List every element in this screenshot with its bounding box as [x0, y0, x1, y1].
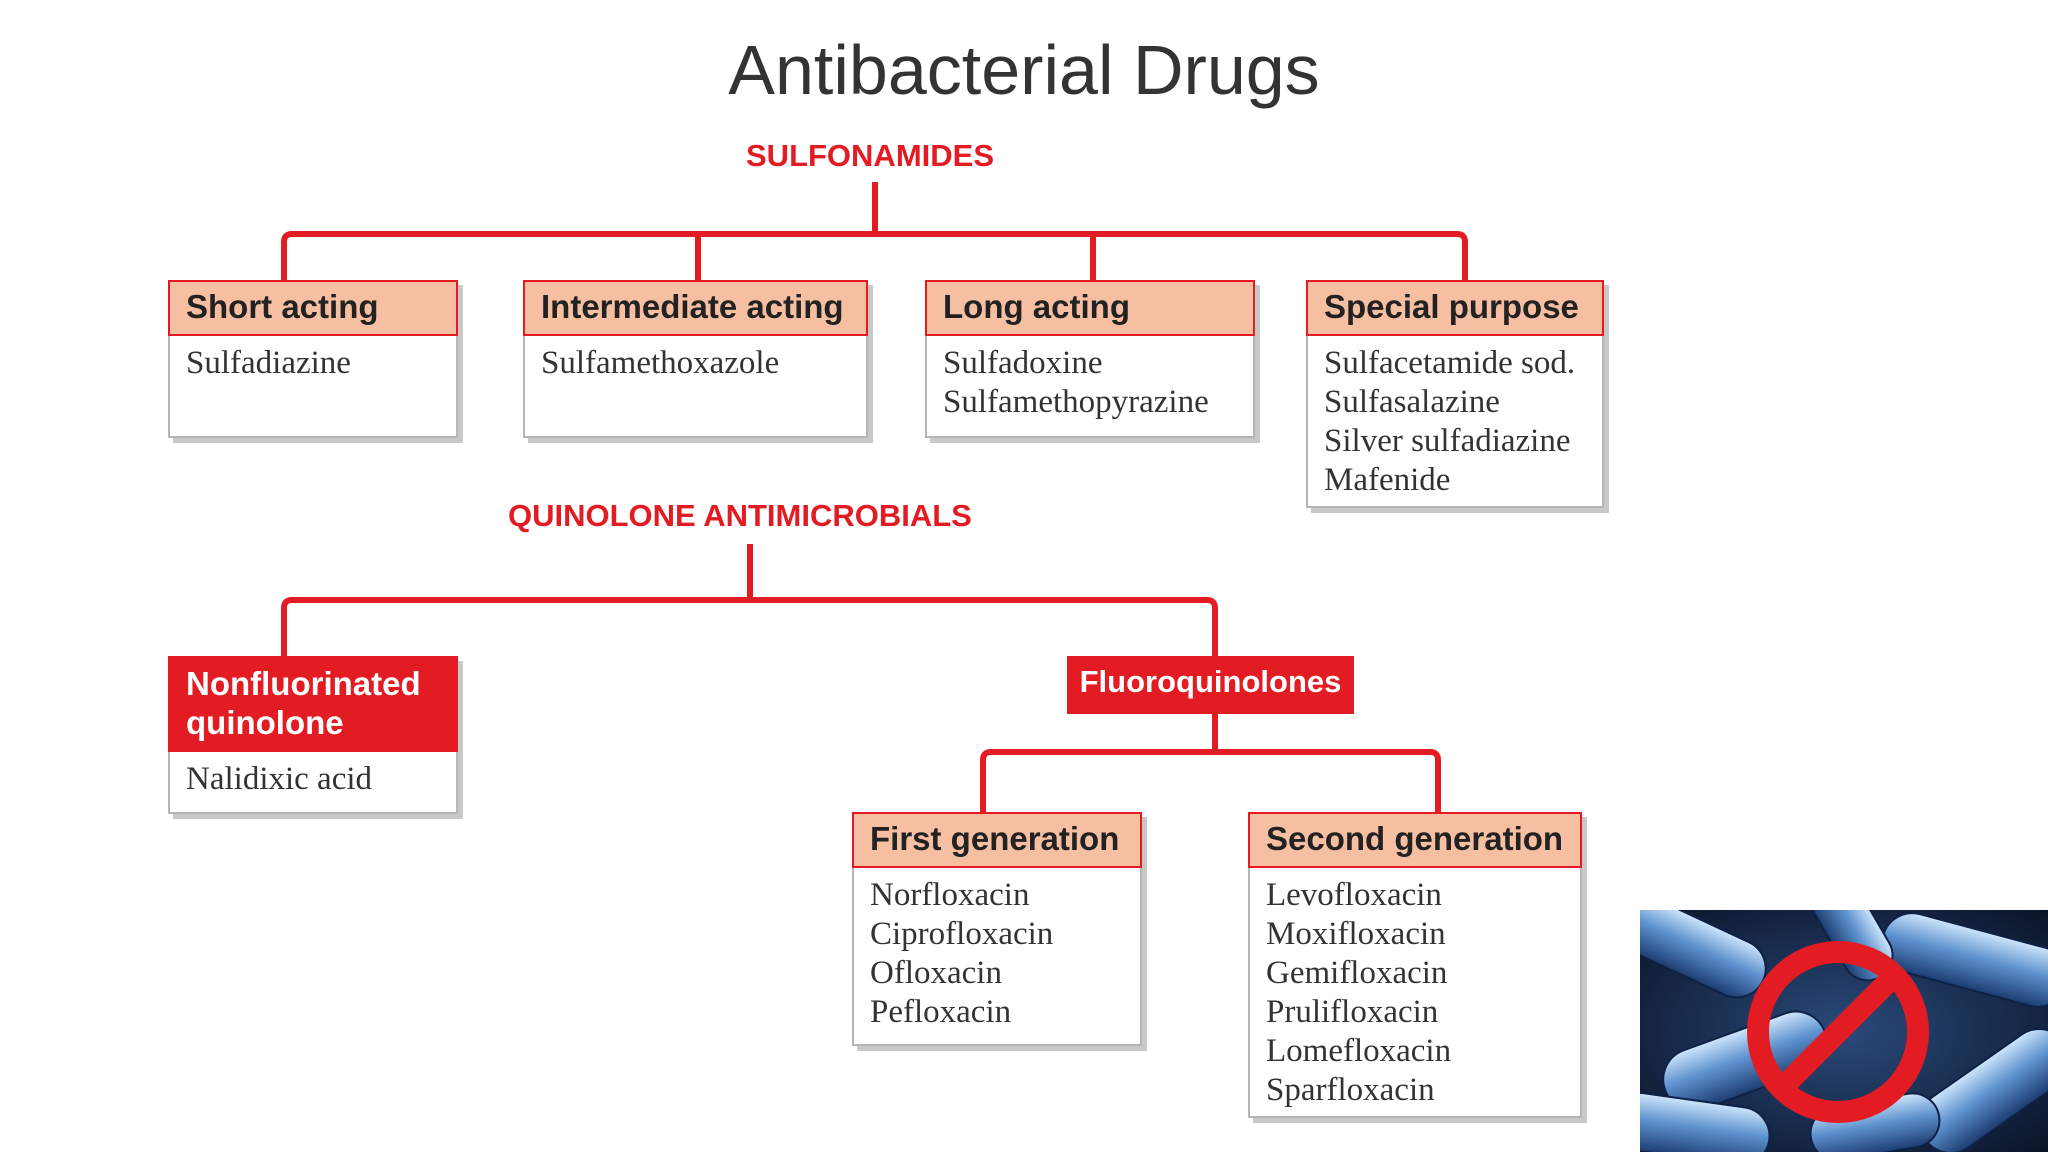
- drug-item: Prulifloxacin: [1266, 994, 1439, 1030]
- page-title: Antibacterial Drugs: [728, 31, 1320, 109]
- fluoroquinolones-tag: Fluoroquinolones: [1067, 656, 1354, 714]
- class-box-intermediate-acting: Intermediate acting Sulfamethoxazole: [523, 280, 868, 438]
- sulfonamides-label: SULFONAMIDES: [746, 138, 994, 173]
- connector-quinolones-bar: [281, 597, 1218, 656]
- connector-fluoro-bar: [980, 749, 1441, 812]
- drug-item: Sulfacetamide sod.: [1324, 345, 1576, 381]
- drug-item: Silver sulfadiazine: [1324, 423, 1571, 459]
- drug-item: Ofloxacin: [870, 955, 1002, 991]
- drug-list: Sulfamethoxazole: [525, 336, 866, 393]
- class-heading: Long acting: [925, 280, 1255, 336]
- class-box-special-purpose: Special purpose Sulfacetamide sod. Sulfa…: [1306, 280, 1604, 508]
- class-box-long-acting: Long acting Sulfadoxine Sulfamethopyrazi…: [925, 280, 1255, 438]
- drug-item: Sulfasalazine: [1324, 384, 1500, 420]
- quinolones-label: QUINOLONE ANTIMICROBIALS: [508, 498, 972, 533]
- class-heading: Second generation: [1248, 812, 1582, 868]
- drug-item: Sulfadoxine: [943, 345, 1103, 381]
- drug-item: Sulfadiazine: [186, 345, 351, 381]
- class-box-short-acting: Short acting Sulfadiazine: [168, 280, 458, 438]
- drug-item: Sparfloxacin: [1266, 1072, 1435, 1108]
- drug-list: Norfloxacin Ciprofloxacin Ofloxacin Pefl…: [854, 868, 1140, 1042]
- class-heading: First generation: [852, 812, 1142, 868]
- class-heading: Intermediate acting: [523, 280, 868, 336]
- drug-list: Sulfacetamide sod. Sulfasalazine Silver …: [1308, 336, 1602, 510]
- drug-item: Gemifloxacin: [1266, 955, 1448, 991]
- bacteria-image: [1640, 910, 2048, 1152]
- connector-sulfonamides-bar: [281, 231, 1468, 280]
- class-box-second-generation: Second generation Levofloxacin Moxifloxa…: [1248, 812, 1582, 1118]
- drug-list: Sulfadiazine: [170, 336, 456, 393]
- class-heading: Special purpose: [1306, 280, 1604, 336]
- drug-item: Sulfamethopyrazine: [943, 384, 1209, 420]
- drug-item: Lomefloxacin: [1266, 1033, 1452, 1069]
- drug-item: Sulfamethoxazole: [541, 345, 780, 381]
- no-bacteria-icon: [1640, 910, 2048, 1152]
- drug-item: Levofloxacin: [1266, 877, 1442, 913]
- drug-item: Pefloxacin: [870, 994, 1012, 1030]
- drug-item: Nalidixic acid: [186, 761, 373, 797]
- class-heading: Short acting: [168, 280, 458, 336]
- drug-list: Levofloxacin Moxifloxacin Gemifloxacin P…: [1250, 868, 1580, 1120]
- drug-list: Sulfadoxine Sulfamethopyrazine: [927, 336, 1253, 432]
- drug-item: Mafenide: [1324, 462, 1451, 498]
- class-box-first-generation: First generation Norfloxacin Ciprofloxac…: [852, 812, 1142, 1046]
- drug-item: Moxifloxacin: [1266, 916, 1446, 952]
- class-heading: Nonfluorinated quinolone: [168, 656, 458, 752]
- drug-item: Norfloxacin: [870, 877, 1030, 913]
- drug-list: Nalidixic acid: [170, 752, 456, 809]
- class-box-nonfluorinated-quinolone: Nonfluorinated quinolone Nalidixic acid: [168, 656, 458, 814]
- drug-item: Ciprofloxacin: [870, 916, 1054, 952]
